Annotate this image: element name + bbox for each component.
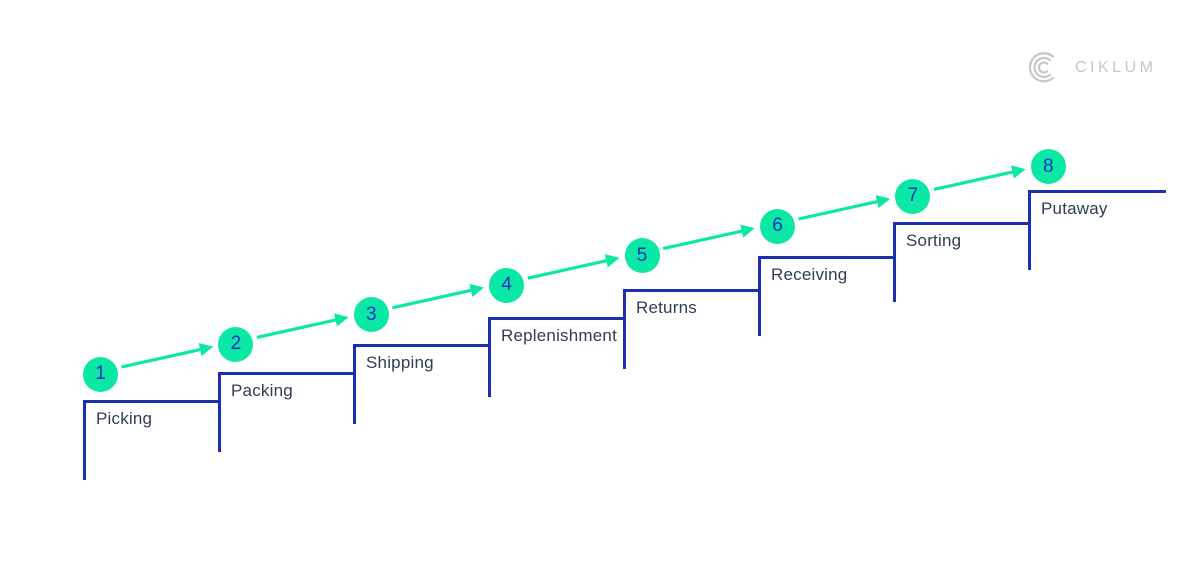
step-label: Picking — [96, 409, 153, 428]
step-number: 3 — [366, 303, 377, 325]
step-number-circle: 7 — [895, 178, 931, 214]
step-riser-line — [488, 317, 491, 397]
step-number-circle: 2 — [218, 326, 254, 362]
step-label: Receiving — [771, 265, 848, 284]
ciklum-logo: CIKLUM — [1026, 49, 1156, 86]
step-label: Packing — [231, 381, 293, 400]
step-number-circle: 3 — [353, 297, 389, 333]
step-riser-line — [623, 289, 626, 369]
flow-arrow — [798, 195, 891, 221]
step-tread-line — [353, 344, 491, 347]
step-number-circle: 6 — [760, 208, 795, 244]
step-label: Returns — [636, 298, 697, 317]
step-number: 4 — [501, 274, 512, 296]
step-riser-line — [758, 256, 761, 336]
step-tread-line — [758, 256, 896, 259]
step-number: 1 — [95, 363, 106, 384]
ciklum-logo-text: CIKLUM — [1075, 58, 1157, 76]
step-number: 6 — [772, 215, 783, 236]
step-label: Replenishment — [501, 326, 617, 345]
flow-arrow — [391, 283, 484, 310]
step-tread-line — [1028, 190, 1166, 193]
step-tread-line — [623, 289, 761, 292]
step-number: 5 — [636, 244, 648, 266]
step-riser-line — [353, 344, 356, 424]
step-number-circle: 5 — [624, 238, 660, 274]
flow-arrow — [121, 343, 214, 369]
flow-arrow — [527, 254, 620, 280]
step-tread-line — [83, 400, 221, 403]
step-label: Sorting — [906, 231, 962, 250]
step-riser-line — [893, 222, 896, 302]
ciklum-arcs-icon — [1028, 52, 1055, 83]
step-tread-line — [488, 317, 626, 320]
step-number-circle: 8 — [1030, 149, 1066, 185]
step-number: 8 — [1043, 155, 1054, 177]
step-label: Putaway — [1041, 199, 1108, 218]
flow-arrow — [933, 165, 1026, 191]
flow-arrow — [662, 224, 755, 251]
step-number-circle: 1 — [83, 356, 118, 392]
flow-arrow — [256, 313, 349, 339]
step-number-circle: 4 — [489, 267, 525, 303]
step-tread-line — [218, 372, 356, 375]
step-riser-line — [1028, 190, 1031, 270]
step-number: 2 — [230, 333, 242, 355]
step-tread-line — [893, 222, 1031, 225]
step-label: Shipping — [366, 353, 434, 372]
step-riser-line — [218, 372, 221, 452]
step-riser-line — [83, 400, 86, 480]
step-number: 7 — [907, 185, 919, 207]
